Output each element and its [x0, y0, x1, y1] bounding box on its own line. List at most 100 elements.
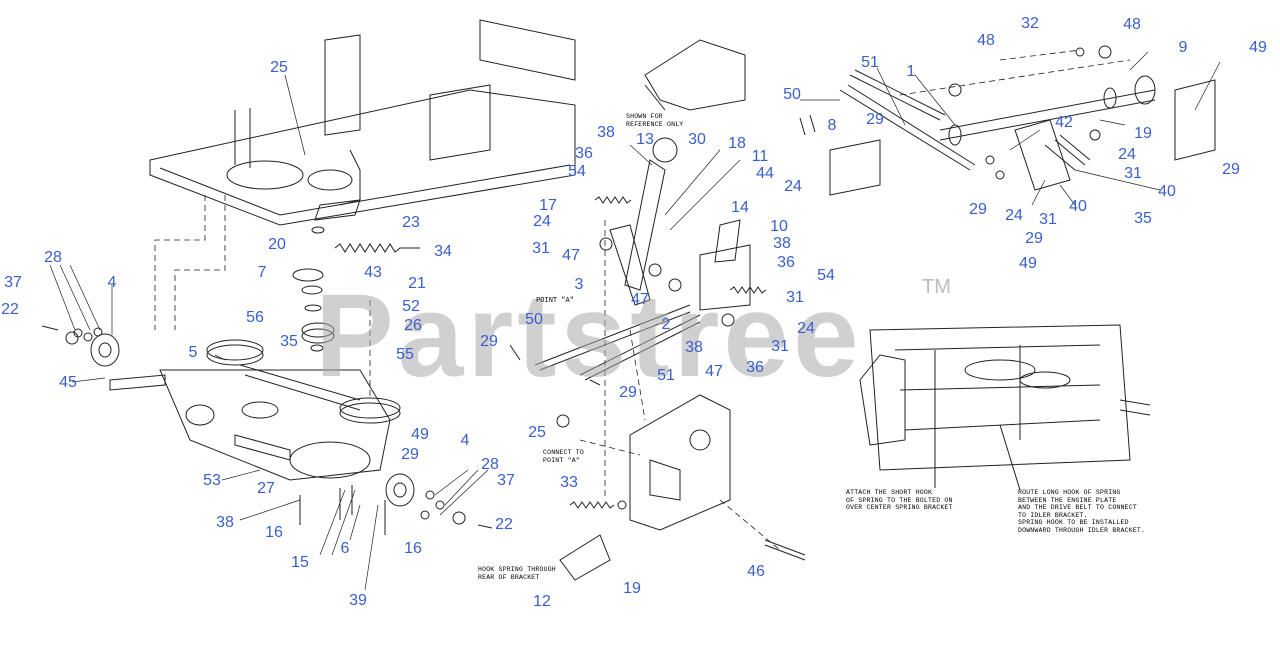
installed-view — [859, 324, 1151, 491]
callout-26: 26 — [404, 317, 422, 334]
callout-16: 16 — [265, 524, 283, 541]
callout-19: 19 — [623, 580, 641, 597]
callout-3: 3 — [574, 276, 584, 293]
callout-22: 22 — [1, 301, 19, 318]
callout-45: 45 — [59, 374, 77, 391]
callout-48: 48 — [1123, 16, 1141, 33]
callout-43: 43 — [364, 264, 382, 281]
transaxle-assembly — [109, 339, 401, 481]
watermark-trademark: TM — [922, 276, 951, 298]
callout-35: 35 — [280, 333, 298, 350]
callout-15: 15 — [291, 554, 309, 571]
callout-4: 4 — [107, 274, 117, 291]
callout-49: 49 — [411, 426, 429, 443]
note-reference-only: SHOWN FOR REFERENCE ONLY — [626, 113, 684, 128]
callout-38c: 38 — [597, 124, 615, 141]
callout-16b: 16 — [404, 540, 422, 557]
callout-2: 2 — [661, 316, 671, 333]
watermark-brand: Partstree — [315, 270, 863, 402]
callout-7: 7 — [257, 264, 267, 281]
callout-50b: 50 — [783, 86, 801, 103]
callout-56: 56 — [246, 309, 264, 326]
callout-8: 8 — [827, 117, 837, 134]
callout-38: 38 — [216, 514, 234, 531]
callout-29e: 29 — [969, 201, 987, 218]
callout-9: 9 — [1178, 39, 1188, 56]
callout-47c: 47 — [705, 363, 723, 380]
callout-12: 12 — [533, 593, 551, 610]
callout-11: 11 — [751, 148, 769, 165]
callout-20: 20 — [268, 236, 286, 253]
callout-54b: 54 — [817, 267, 835, 284]
callout-47: 47 — [562, 247, 580, 264]
callout-55: 55 — [396, 346, 414, 363]
callout-35b: 35 — [1134, 210, 1152, 227]
callout-54: 54 — [568, 163, 586, 180]
callout-31d: 31 — [1124, 165, 1142, 182]
note-point-a: POINT "A" — [536, 297, 574, 305]
note-hook-spring: HOOK SPRING THROUGH REAR OF BRACKET — [478, 566, 556, 581]
callout-49b: 49 — [1249, 39, 1267, 56]
callout-42: 42 — [1055, 114, 1073, 131]
callout-24e: 24 — [1005, 207, 1023, 224]
callout-39: 39 — [349, 592, 367, 609]
callout-29b: 29 — [480, 333, 498, 350]
callout-25b: 25 — [528, 424, 546, 441]
callout-24d: 24 — [1118, 146, 1136, 163]
callout-52: 52 — [402, 298, 420, 315]
callout-21: 21 — [408, 275, 426, 292]
callout-47b: 47 — [631, 291, 649, 308]
callout-37: 37 — [4, 274, 22, 291]
callout-28b: 28 — [481, 456, 499, 473]
callout-24b: 24 — [784, 178, 802, 195]
callout-25: 25 — [270, 59, 288, 76]
callout-53: 53 — [203, 472, 221, 489]
callout-40: 40 — [1158, 183, 1176, 200]
callout-4b: 4 — [460, 432, 470, 449]
callout-22b: 22 — [495, 516, 513, 533]
callout-29c: 29 — [619, 384, 637, 401]
callout-44: 44 — [756, 165, 774, 182]
callout-33: 33 — [560, 474, 578, 491]
callout-38d: 38 — [773, 235, 791, 252]
callout-31c: 31 — [771, 338, 789, 355]
callout-14: 14 — [731, 199, 749, 216]
callout-29g: 29 — [1222, 161, 1240, 178]
note-attach-short-hook: ATTACH THE SHORT HOOK OF SPRING TO THE B… — [846, 489, 953, 511]
callout-38e: 38 — [685, 339, 703, 356]
callout-48b: 48 — [977, 32, 995, 49]
callout-13: 13 — [636, 131, 654, 148]
callout-29d: 29 — [866, 111, 884, 128]
callout-29f: 29 — [1025, 230, 1043, 247]
callout-51b: 51 — [861, 54, 879, 71]
callout-30: 30 — [688, 131, 706, 148]
callout-31e: 31 — [1039, 211, 1057, 228]
callout-1: 1 — [906, 63, 916, 80]
pto-shaft-assembly — [799, 45, 1216, 196]
callout-5: 5 — [188, 344, 198, 361]
callout-31b: 31 — [786, 289, 804, 306]
callout-36b: 36 — [777, 254, 795, 271]
callout-36: 36 — [575, 145, 593, 162]
callout-28: 28 — [44, 249, 62, 266]
note-route-long-hook: ROUTE LONG HOOK OF SPRING BETWEEN THE EN… — [1018, 489, 1146, 534]
callout-24c: 24 — [797, 320, 815, 337]
note-connect-point-a: CONNECT TO POINT "A" — [543, 449, 585, 464]
callout-49c: 49 — [1019, 255, 1037, 272]
callout-19b: 19 — [1134, 125, 1152, 142]
lever-assembly — [509, 137, 767, 386]
callout-27: 27 — [257, 480, 275, 497]
callout-29: 29 — [401, 446, 419, 463]
callout-23: 23 — [402, 214, 420, 231]
callout-17: 17 — [539, 197, 557, 214]
callout-46: 46 — [747, 563, 765, 580]
callout-50: 50 — [525, 311, 543, 328]
callout-31: 31 — [532, 240, 550, 257]
callout-32: 32 — [1021, 15, 1039, 32]
callout-36c: 36 — [746, 359, 764, 376]
callout-18: 18 — [728, 135, 746, 152]
callout-34: 34 — [434, 243, 452, 260]
callout-10: 10 — [770, 218, 788, 235]
